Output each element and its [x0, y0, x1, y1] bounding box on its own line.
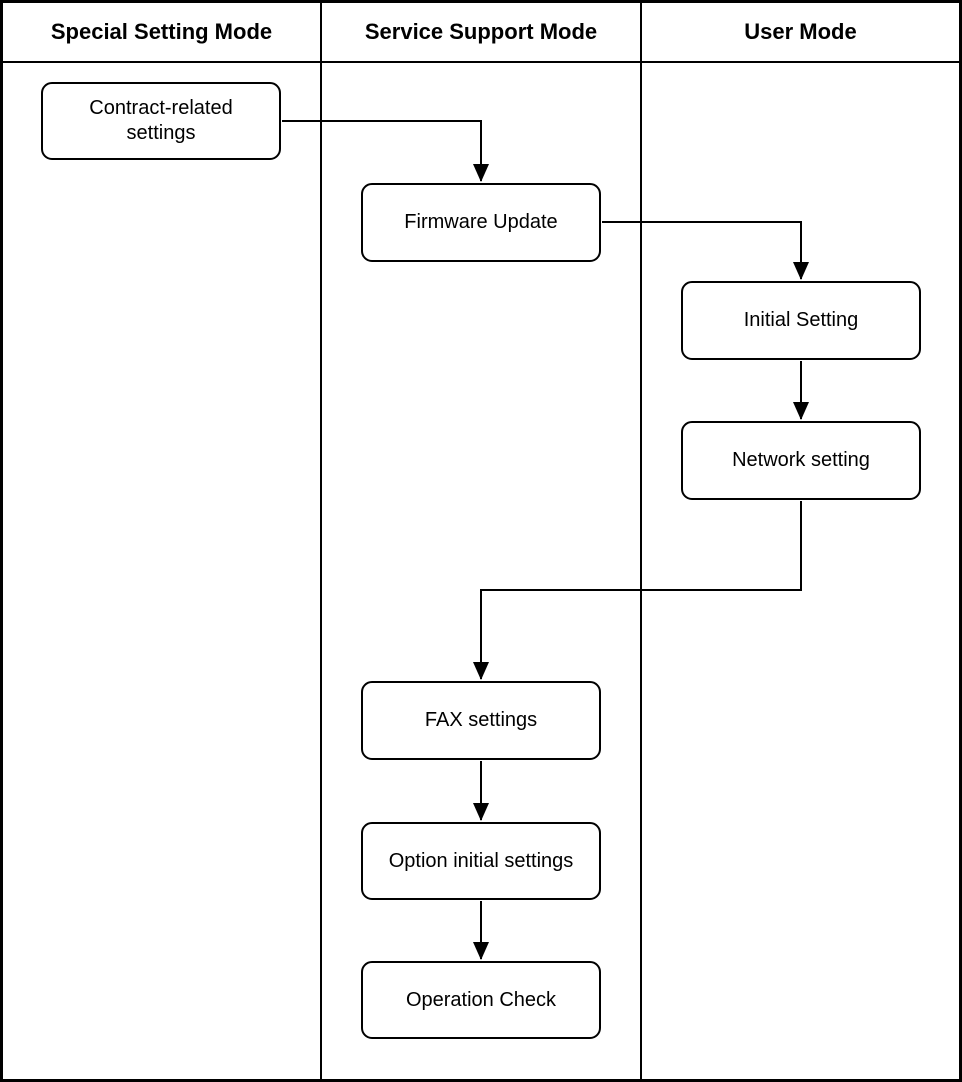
- node-label: Option initial settings: [388, 849, 574, 872]
- lane-divider-2: [640, 0, 642, 1082]
- node-network-setting: Network setting: [681, 421, 921, 500]
- node-option-initial-settings: Option initial settings: [361, 822, 601, 900]
- node-label: Initial Setting: [743, 309, 859, 331]
- header-separator-line: [0, 61, 962, 63]
- lane-header-special-setting-mode: Special Setting Mode: [3, 3, 320, 61]
- lane-header-user-mode: User Mode: [642, 3, 959, 61]
- node-initial-setting: Initial Setting: [681, 281, 921, 360]
- node-contract-related-settings: Contract-related settings: [41, 82, 281, 160]
- node-label: Firmware Update: [404, 211, 558, 233]
- lane-title: User Mode: [744, 19, 857, 44]
- node-firmware-update: Firmware Update: [361, 183, 601, 262]
- lane-header-service-support-mode: Service Support Mode: [322, 3, 640, 61]
- lane-title: Special Setting Mode: [50, 19, 273, 44]
- node-operation-check: Operation Check: [361, 961, 601, 1039]
- lane-divider-1: [320, 0, 322, 1082]
- lane-title: Service Support Mode: [364, 19, 598, 44]
- node-label: Contract-related settings: [89, 97, 233, 144]
- node-label: FAX settings: [424, 709, 538, 731]
- node-label: Operation Check: [405, 988, 557, 1011]
- node-fax-settings: FAX settings: [361, 681, 601, 760]
- node-label: Network setting: [732, 449, 870, 471]
